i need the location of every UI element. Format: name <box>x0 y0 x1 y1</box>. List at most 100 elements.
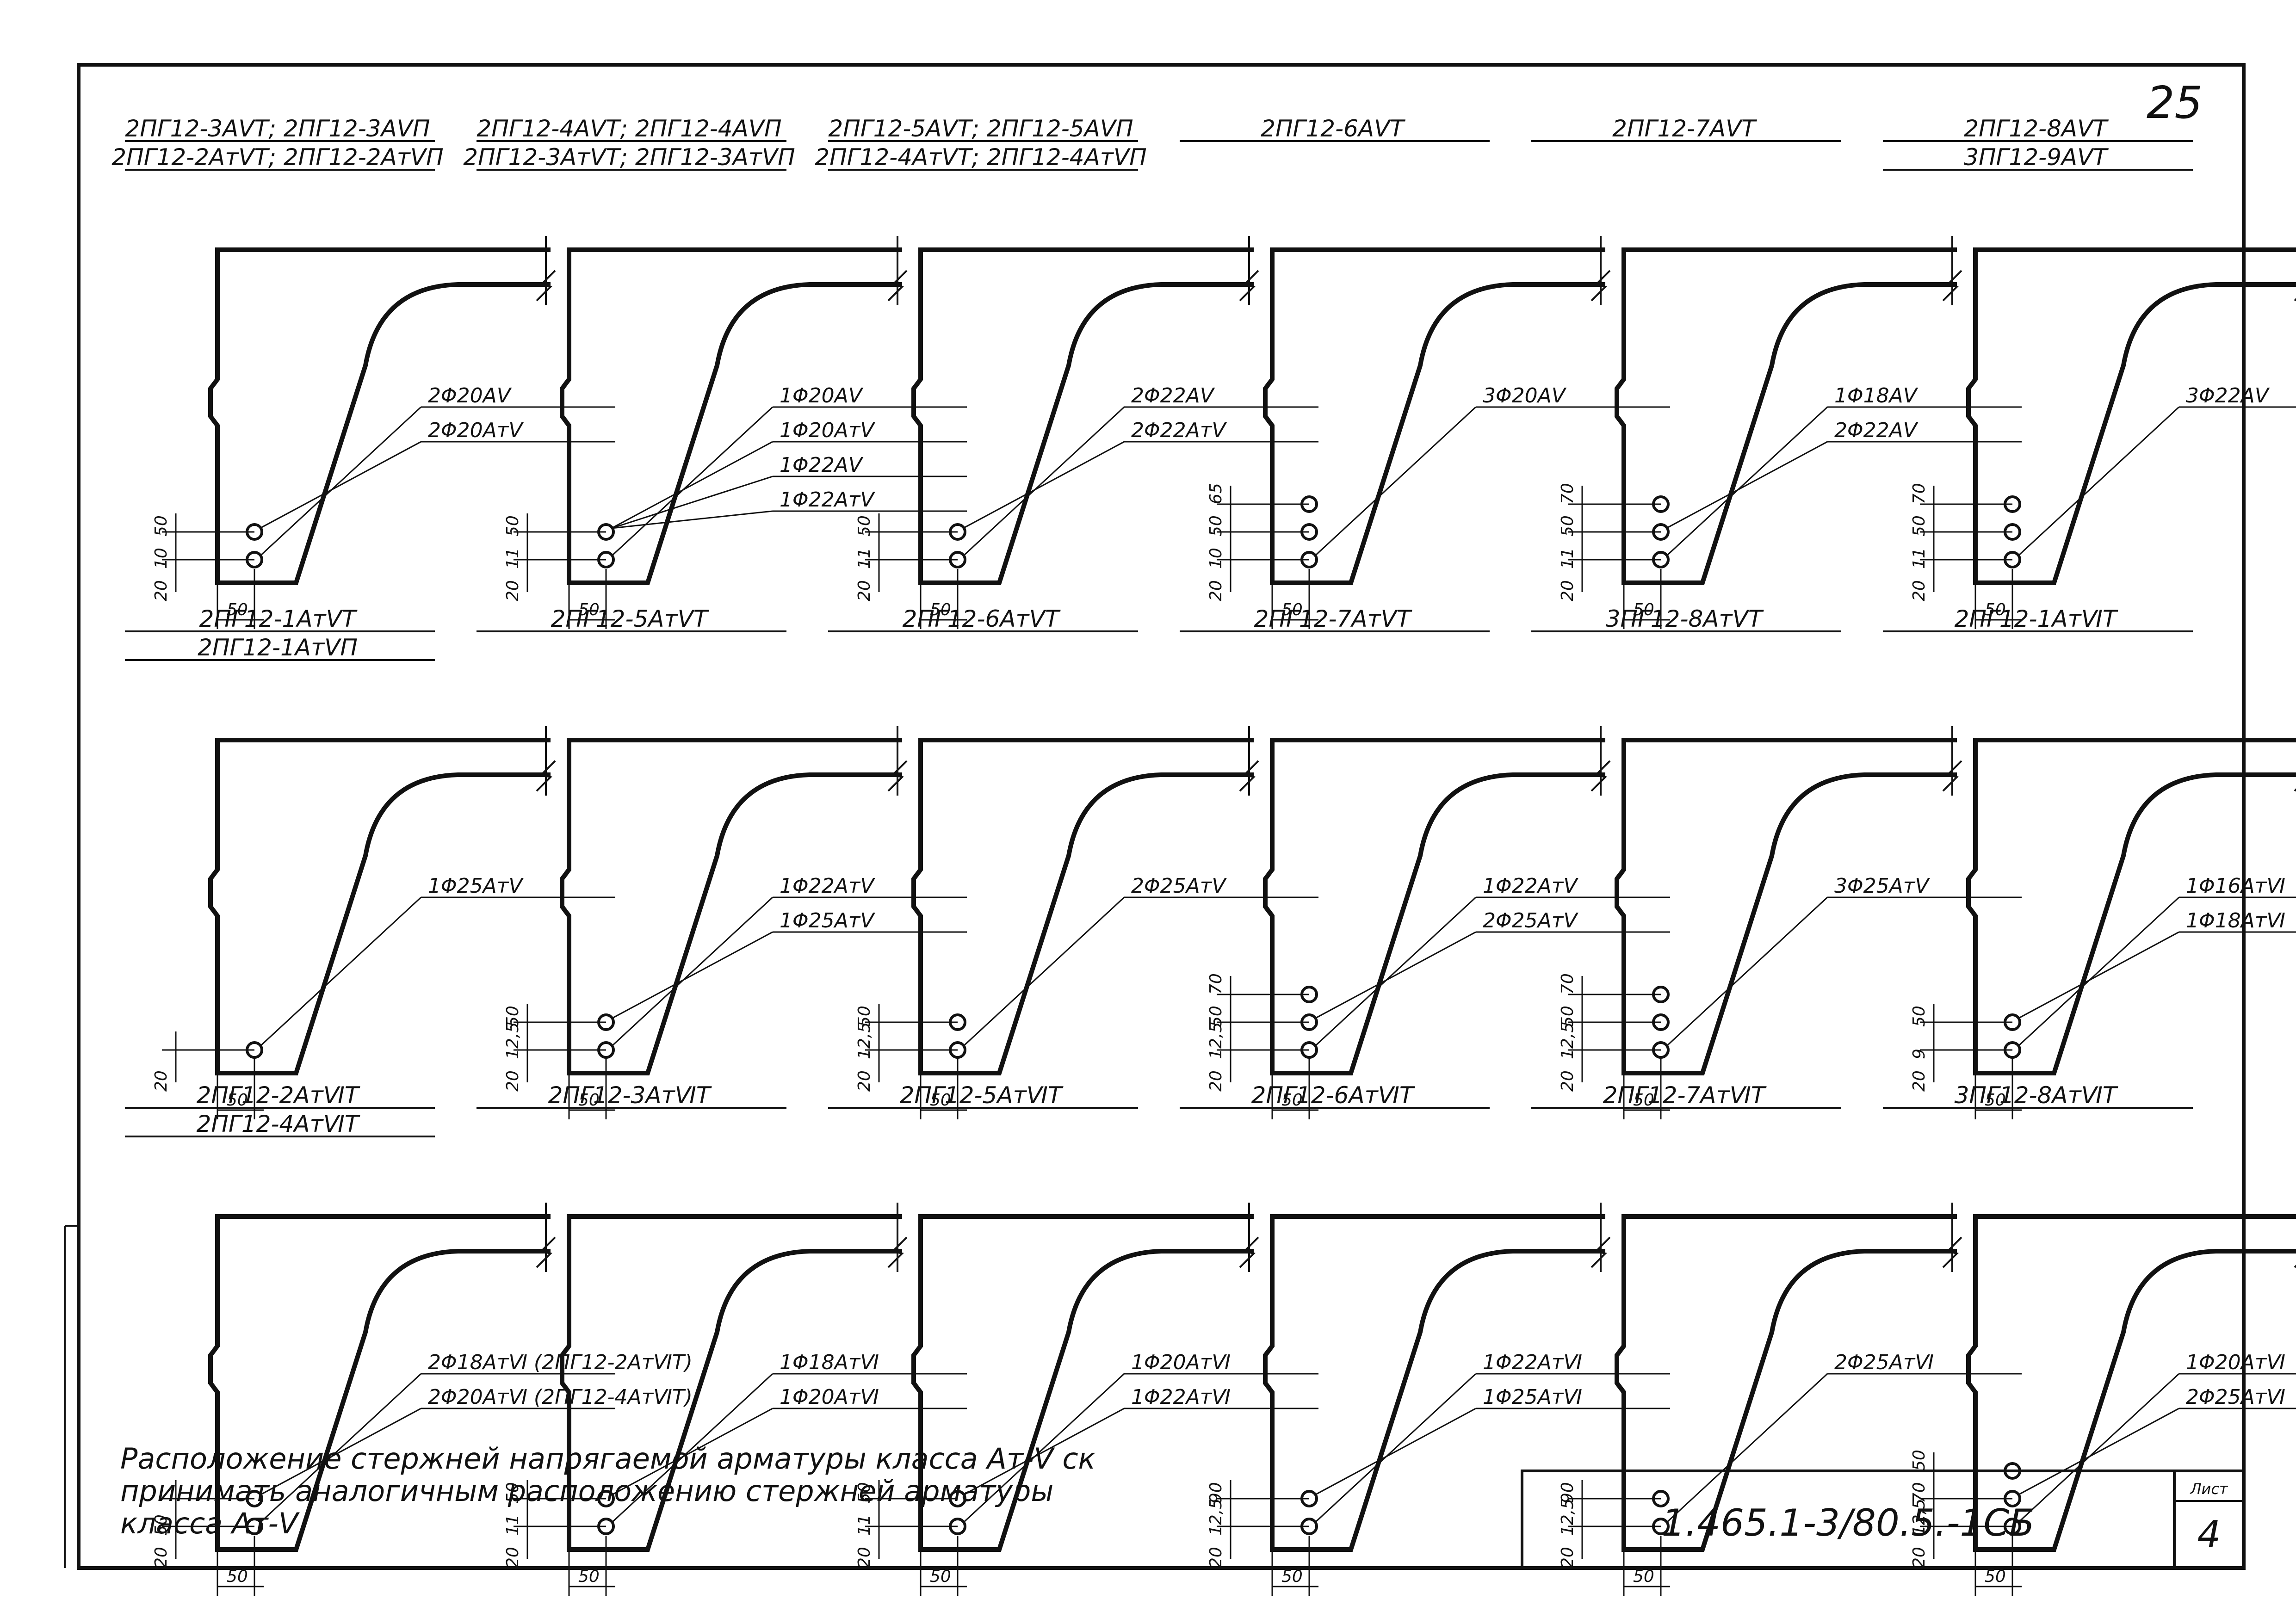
inner-contour <box>264 282 551 585</box>
dimension-value: 20 <box>503 1070 522 1092</box>
rebar-label: 1Φ25АтⅤ <box>780 909 875 932</box>
break-mark <box>1239 760 1259 792</box>
dimension-value: 50 <box>1910 1450 1929 1471</box>
leader-line <box>611 896 774 1047</box>
leader-line <box>611 441 773 529</box>
break-mark <box>536 760 556 792</box>
break-mark <box>1590 760 1611 792</box>
leader-line <box>1314 931 1476 1019</box>
leader-line <box>259 896 422 1047</box>
detail-title: 2ПГ12-3АⅤТ; 2ПГ12-3АⅤП <box>125 115 430 142</box>
dimension-value: 9 <box>1910 1049 1929 1059</box>
dimension-value: 50 <box>1558 515 1577 537</box>
rebar-label: 1Φ20АтⅥ <box>2186 1351 2285 1374</box>
leader-line <box>963 441 1125 529</box>
dimension-value: 50 <box>152 1514 171 1536</box>
section-outline <box>1615 247 1957 585</box>
leader-line <box>259 406 422 557</box>
rebar-label: 2Φ22АтⅤ <box>1131 419 1227 442</box>
leader-line <box>1665 406 1828 557</box>
dimension-value: 11 <box>1910 548 1929 569</box>
inner-contour <box>1318 282 1605 585</box>
dimension-value: 10 <box>1207 548 1225 569</box>
detail-title: 3ПГ12-8АтⅥТ <box>1955 1082 2118 1109</box>
break-mark <box>1590 270 1611 302</box>
dimension-value: 12,5 <box>1910 1499 1929 1536</box>
break-mark <box>1590 1236 1611 1268</box>
inner-contour <box>2022 1249 2296 1552</box>
dimension-value: 90 <box>1558 1482 1577 1503</box>
section-outline <box>1966 1214 2296 1552</box>
detail-title: 2ПГ12-5АтⅥТ <box>900 1082 1064 1109</box>
section-outline <box>208 738 551 1075</box>
rebar-label: 1Φ16АтⅥ <box>2186 874 2285 898</box>
leader-line <box>611 1408 773 1496</box>
sheet-number: 4 <box>2197 1513 2221 1556</box>
inner-contour <box>1670 282 1957 585</box>
bottom-dimension-value: 50 <box>1985 1567 2006 1586</box>
sheet-label: Лист <box>2190 1480 2228 1498</box>
dimension-value: 20 <box>1207 1070 1225 1092</box>
detail-title: 2ПГ12-6АⅤТ <box>1261 115 1405 142</box>
detail-title: 2ПГ12-1АтⅤТ <box>199 605 358 632</box>
section-outline <box>208 247 551 585</box>
rebar-label: 1Φ22АтⅤ <box>780 488 875 512</box>
section-outline <box>911 1214 1254 1552</box>
inner-contour <box>2022 282 2296 585</box>
detail-title: 2ПГ12-5АⅤТ; 2ПГ12-5АⅤП <box>828 115 1133 142</box>
detail-title: 2ПГ12-8АⅤТ <box>1964 115 2109 142</box>
bottom-dimension-value: 50 <box>227 1567 248 1586</box>
detail-title: 3ПГ12-9АⅤТ <box>1964 144 2109 171</box>
bottom-dimension-value: 50 <box>227 1091 248 1110</box>
dimension-value: 11 <box>503 1514 522 1536</box>
inner-contour <box>2022 772 2296 1075</box>
bottom-dimension-value: 50 <box>930 600 951 619</box>
dimension-value: 20 <box>1910 1547 1929 1568</box>
title-stamp: 1.465.1-3/80.5.-1СБ Лист 4 <box>1521 1470 2245 1569</box>
leader-line <box>611 1373 774 1524</box>
dimension-value: 50 <box>1207 1006 1225 1027</box>
leader-line <box>260 1408 421 1496</box>
bottom-dimension-value: 50 <box>578 1091 600 1110</box>
detail-title: 2ПГ12-7АтⅥТ <box>1603 1082 1767 1109</box>
detail-title: 2ПГ12-7АⅤТ <box>1612 115 1757 142</box>
dimension-value: 50 <box>1910 1006 1929 1027</box>
bottom-dimension-value: 50 <box>227 600 248 619</box>
dimension-value: 50 <box>503 1006 522 1027</box>
section-outline <box>1615 1214 1957 1552</box>
break-mark <box>1239 270 1259 302</box>
rebar-label: 1Φ18АтⅥ <box>780 1351 879 1374</box>
leader-line <box>2017 406 2180 557</box>
detail-title: 2ПГ12-6АтⅤТ <box>903 605 1061 632</box>
bottom-dimension-value: 50 <box>1633 600 1654 619</box>
inner-contour <box>1318 772 1605 1075</box>
dimension-value: 20 <box>503 1547 522 1568</box>
detail-title: 2ПГ12-7АтⅤТ <box>1254 605 1412 632</box>
inner-contour <box>1670 772 1957 1075</box>
dimension-value: 11 <box>503 548 522 569</box>
drawing-code: 1.465.1-3/80.5.-1СБ <box>1662 1501 2035 1544</box>
dimension-value: 20 <box>1207 580 1225 601</box>
rebar-label: 1Φ18АтⅥ <box>2186 909 2285 932</box>
page-number: 25 <box>2147 78 2203 129</box>
dimension-value: 12,5 <box>1558 1022 1577 1059</box>
section-outline <box>1615 738 1957 1075</box>
bottom-dimension-value: 50 <box>578 1567 600 1586</box>
bottom-dimension-value: 50 <box>1633 1567 1654 1586</box>
leader-line <box>963 1408 1125 1496</box>
leader-line <box>611 510 773 529</box>
section-outline <box>208 1214 551 1552</box>
break-mark <box>1942 760 1962 792</box>
bottom-dimension-value: 50 <box>1985 1091 2006 1110</box>
section-outline <box>560 738 902 1075</box>
rebar-label: 1Φ25АтⅤ <box>428 874 524 898</box>
detail-title: 2ПГ12-2АтⅥТ <box>197 1082 360 1109</box>
